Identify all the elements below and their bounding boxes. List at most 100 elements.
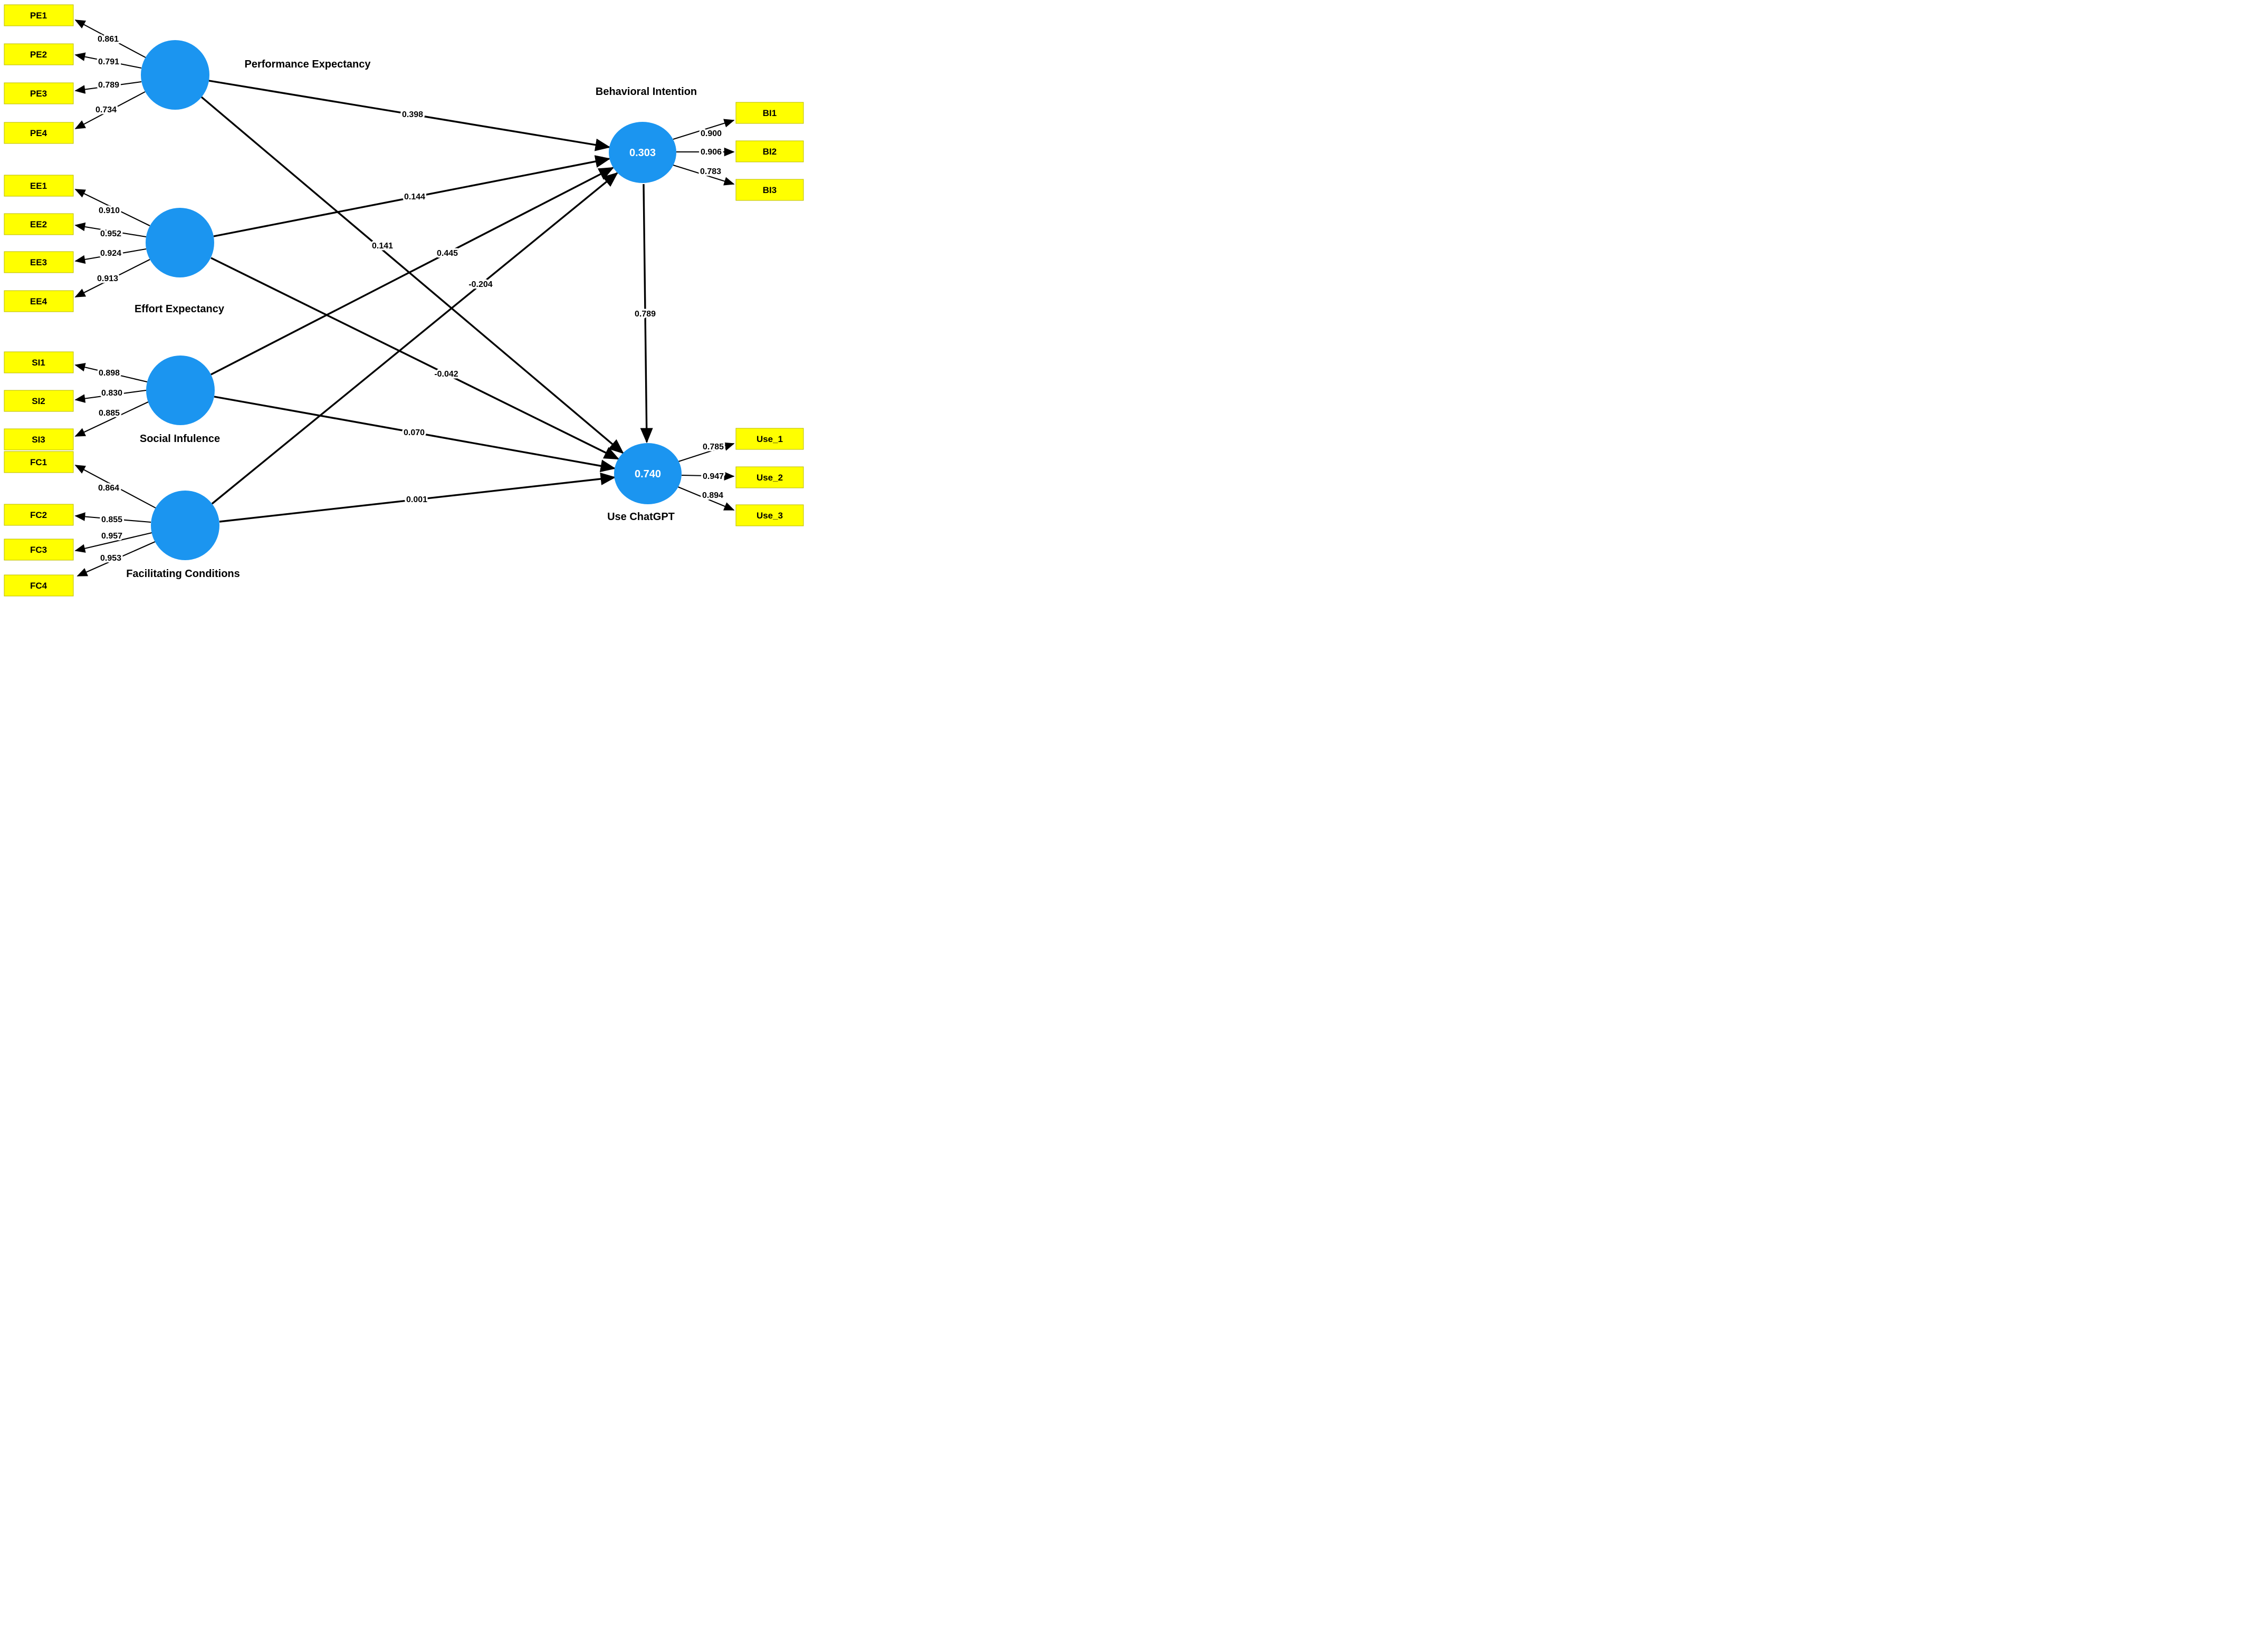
sem-diagram: 0.303 0.740 Performance Expectancy Behav… <box>0 0 815 601</box>
path-ee-to-use <box>210 257 620 460</box>
arrow-use-to-use2 <box>681 472 735 481</box>
loading-bi2: 0.906 <box>701 148 722 157</box>
coef-fc-to-bi: -0.204 <box>468 280 492 289</box>
construct-ellipse-facilitating-conditions <box>151 491 219 560</box>
construct-ellipse-use-chatgpt <box>614 443 682 504</box>
loading-pe3: 0.789 <box>98 81 119 90</box>
indicator-label-use1: Use_1 <box>756 434 783 444</box>
loading-fc4: 0.953 <box>100 554 121 563</box>
coef-si-to-use: 0.070 <box>404 428 425 437</box>
arrow-use-to-use1 <box>678 442 735 462</box>
loading-labels: 0.861 0.791 0.789 0.734 0.910 0.952 0.92… <box>93 33 725 565</box>
construct-label-effort-expectancy: Effort Expectancy <box>135 303 225 315</box>
loading-ee3: 0.924 <box>100 249 121 258</box>
indicator-box-bi1 <box>735 102 804 124</box>
arrow-bi-to-bi1 <box>673 119 735 140</box>
arrow-ee-to-ee2 <box>74 222 147 238</box>
construct-ellipse-performance-expectancy <box>141 40 209 110</box>
indicator-box-fc2 <box>4 504 74 526</box>
construct-label-performance-expectancy: Performance Expectancy <box>244 59 371 70</box>
indicator-label-use3: Use_3 <box>756 511 783 521</box>
arrow-ee-to-ee3 <box>74 248 147 264</box>
loading-bi1: 0.900 <box>701 129 722 138</box>
loading-si2: 0.830 <box>101 389 122 398</box>
indicator-box-ee2 <box>4 213 74 235</box>
arrow-pe-to-pe3 <box>74 81 142 94</box>
indicator-label-ee2: EE2 <box>30 219 47 229</box>
arrow-pe-to-pe2 <box>74 52 142 69</box>
indicator-box-ee4 <box>4 290 74 312</box>
path-bi-to-use <box>640 184 653 444</box>
indicator-arrows <box>74 20 735 577</box>
indicator-box-pe3 <box>4 82 74 104</box>
indicator-label-bi1: BI1 <box>763 108 777 118</box>
construct-labels: Performance Expectancy Behavioral Intent… <box>126 59 697 580</box>
indicator-box-use3 <box>735 504 804 526</box>
indicator-box-bi2 <box>735 140 804 162</box>
loading-ee2: 0.952 <box>100 229 121 238</box>
indicator-box-fc3 <box>4 539 74 561</box>
coef-pe-to-use: 0.141 <box>372 242 393 251</box>
coef-si-to-bi: 0.445 <box>437 249 458 258</box>
indicator-box-use2 <box>735 466 804 488</box>
path-pe-to-bi <box>208 80 611 151</box>
path-coefficient-labels: 0.398 0.144 0.445 -0.204 0.141 -0.042 0.… <box>370 109 657 506</box>
coef-fc-to-use: 0.001 <box>406 495 427 504</box>
construct-label-use-chatgpt: Use ChatGPT <box>607 511 675 523</box>
indicator-label-use2: Use_2 <box>756 473 783 483</box>
indicator-label-ee4: EE4 <box>30 296 47 306</box>
indicator-box-pe1 <box>4 4 74 26</box>
arrow-si-to-si1 <box>74 363 148 383</box>
indicator-label-si1: SI1 <box>32 358 45 368</box>
indicator-box-si2 <box>4 390 74 412</box>
loading-fc3: 0.957 <box>101 532 122 541</box>
coef-ee-to-bi: 0.144 <box>404 193 425 201</box>
arrow-ee-to-ee1 <box>74 189 150 226</box>
indicator-label-bi2: BI2 <box>763 147 777 157</box>
construct-ellipse-effort-expectancy <box>146 208 214 277</box>
indicator-label-fc2: FC2 <box>30 510 47 520</box>
constructs: 0.303 0.740 <box>141 40 682 560</box>
indicator-box-si1 <box>4 351 74 373</box>
loading-pe2: 0.791 <box>98 57 119 66</box>
indicator-label-bi3: BI3 <box>763 185 777 195</box>
path-si-to-use <box>214 396 616 473</box>
r2-value-use-chatgpt: 0.740 <box>635 468 661 480</box>
path-fc-to-use <box>219 472 616 523</box>
indicator-label-pe3: PE3 <box>30 89 47 99</box>
arrow-bi-to-bi3 <box>673 164 735 186</box>
construct-label-facilitating-conditions: Facilitating Conditions <box>126 568 240 580</box>
loading-bi3: 0.783 <box>700 167 721 176</box>
indicator-box-pe4 <box>4 122 74 144</box>
arrow-use-to-use3 <box>677 486 735 511</box>
loading-fc2: 0.855 <box>101 515 122 524</box>
path-ee-to-bi <box>213 155 611 237</box>
indicator-box-fc1 <box>4 451 74 473</box>
loading-si3: 0.885 <box>99 409 120 418</box>
arrow-si-to-si2 <box>74 389 147 403</box>
structural-paths <box>200 80 653 523</box>
indicator-boxes: PE1 PE2 PE3 PE4 EE1 EE2 EE3 EE4 SI1 SI2 … <box>4 4 804 597</box>
construct-ellipse-behavioral-intention <box>609 122 676 183</box>
indicator-label-fc4: FC4 <box>30 581 47 591</box>
arrow-si-to-si3 <box>74 401 149 437</box>
indicator-label-si2: SI2 <box>32 396 45 406</box>
indicator-label-si3: SI3 <box>32 435 45 445</box>
indicator-label-fc3: FC3 <box>30 545 47 555</box>
loading-use2: 0.947 <box>703 472 724 481</box>
indicator-box-ee3 <box>4 251 74 273</box>
indicator-box-fc4 <box>4 574 74 597</box>
r2-value-behavioral-intention: 0.303 <box>629 147 656 159</box>
indicator-label-pe2: PE2 <box>30 50 47 60</box>
indicator-label-ee1: EE1 <box>30 181 47 191</box>
coef-ee-to-use: -0.042 <box>434 370 458 379</box>
arrow-pe-to-pe4 <box>74 91 146 129</box>
loading-si1: 0.898 <box>99 369 120 378</box>
arrow-ee-to-ee4 <box>74 259 150 297</box>
indicator-box-pe2 <box>4 43 74 65</box>
indicator-label-ee3: EE3 <box>30 257 47 267</box>
arrow-pe-to-pe1 <box>74 20 146 58</box>
construct-label-social-influence: Social Infulence <box>140 433 220 445</box>
coef-bi-to-use: 0.789 <box>635 310 656 319</box>
path-si-to-bi <box>210 167 615 376</box>
